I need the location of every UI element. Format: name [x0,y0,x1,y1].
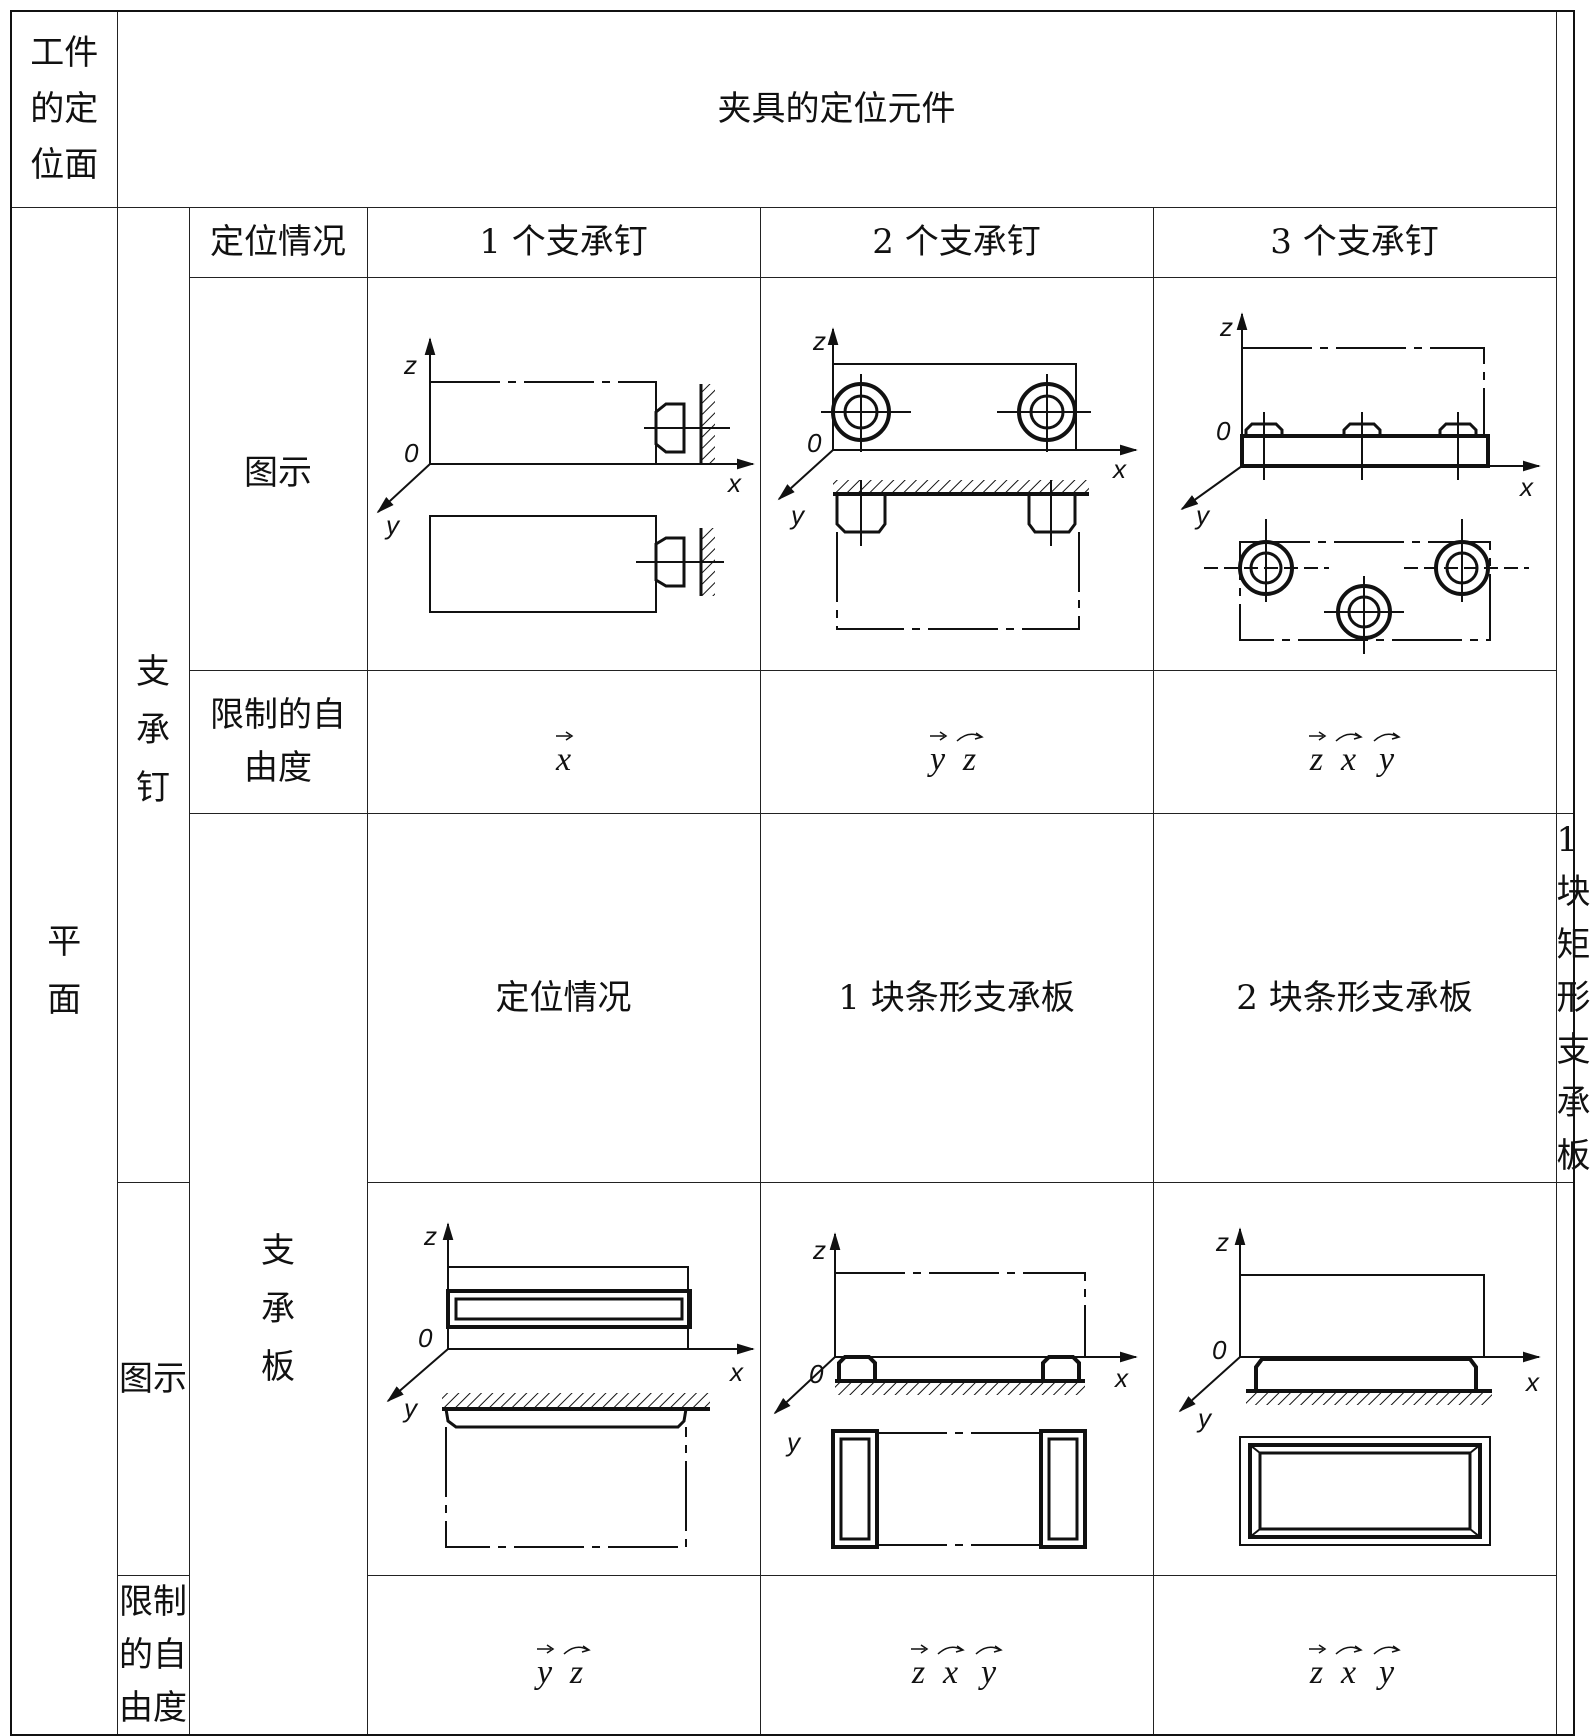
label-restricted-dof: 限制的自 由度 [116,1575,190,1736]
locating-elements-table: 工件 的定 位面 夹具的定位元件 平面 支承钉 定位情况 1 个支承钉 2 个支… [10,10,1591,1736]
svg-text:x: x [728,1357,744,1387]
figure-1-rect-plate: z 0 x y [1152,1182,1557,1577]
rotation-symbol: x [1334,1642,1364,1690]
svg-text:z: z [812,326,826,356]
svg-text:y: y [402,1393,419,1423]
svg-text:0: 0 [404,438,419,468]
svg-text:x: x [1518,472,1534,502]
label-restricted-dof: 限制的自 由度 [188,669,368,814]
case-2-strip-plates: 2 块条形支承板 [1152,812,1557,1184]
translation-symbol: z [910,1642,928,1690]
dof-1-pin: x [366,669,761,814]
rotation-symbol: z [955,729,985,776]
translation-symbol: y [536,1642,554,1690]
svg-text:z: z [1219,312,1233,342]
svg-text:y: y [1196,1403,1213,1433]
translation-symbol: z [1308,1642,1326,1690]
case-1-strip-plate: 1 块条形支承板 [759,812,1154,1184]
svg-text:x: x [1111,454,1127,484]
label-locating-case: 定位情况 [188,206,368,278]
rotation-symbol: y [974,1642,1004,1690]
translation-symbol: y [929,729,947,776]
group-name-support-pins: 支承钉 [116,206,190,1184]
rotation-symbol: x [936,1642,966,1690]
case-3-pins: 3 个支承钉 [1152,206,1557,278]
svg-text:y: y [789,500,806,530]
svg-text:0: 0 [807,428,822,458]
group-name-support-plates: 支承板 [188,812,368,1736]
svg-text:0: 0 [1212,1335,1227,1365]
rotation-symbol: y [1372,1642,1402,1690]
svg-text:x: x [1113,1363,1129,1393]
svg-text:y: y [785,1427,802,1457]
case-1-pin: 1 个支承钉 [366,206,761,278]
figure-1-pin: z 0 x y [366,276,761,671]
svg-text:y: y [1194,500,1211,530]
svg-text:z: z [812,1235,826,1265]
label-figure: 图示 [116,1182,190,1577]
case-2-pins: 2 个支承钉 [759,206,1154,278]
svg-text:x: x [726,468,742,498]
svg-text:0: 0 [809,1359,824,1389]
figure-1-strip-plate: z 0 x y [366,1182,761,1577]
header-workpiece-surface: 工件 的定 位面 [10,10,118,208]
figure-2-strip-plates: z 0 x y [759,1182,1154,1577]
figure-3-pins: z 0 x y [1152,276,1557,671]
case-1-rect-plate: 1 块矩形支承板 [1555,812,1591,1184]
svg-text:z: z [1215,1227,1229,1257]
rotation-symbol: z [562,1642,592,1690]
translation-symbol: z [1308,729,1326,776]
label-locating-case: 定位情况 [366,812,761,1184]
rotation-symbol: x [1334,729,1364,776]
translation-symbol: x [555,729,573,776]
svg-text:z: z [423,1221,437,1251]
svg-text:0: 0 [1216,416,1231,446]
svg-text:y: y [384,510,401,540]
surface-type-plane: 平面 [10,206,118,1736]
header-fixture-elements: 夹具的定位元件 [116,10,1557,208]
figure-2-pins: z 0 x y [759,276,1154,671]
svg-text:z: z [403,350,417,380]
label-figure: 图示 [188,276,368,671]
svg-text:x: x [1524,1367,1540,1397]
svg-text:0: 0 [418,1323,433,1353]
rotation-symbol: y [1372,729,1402,776]
